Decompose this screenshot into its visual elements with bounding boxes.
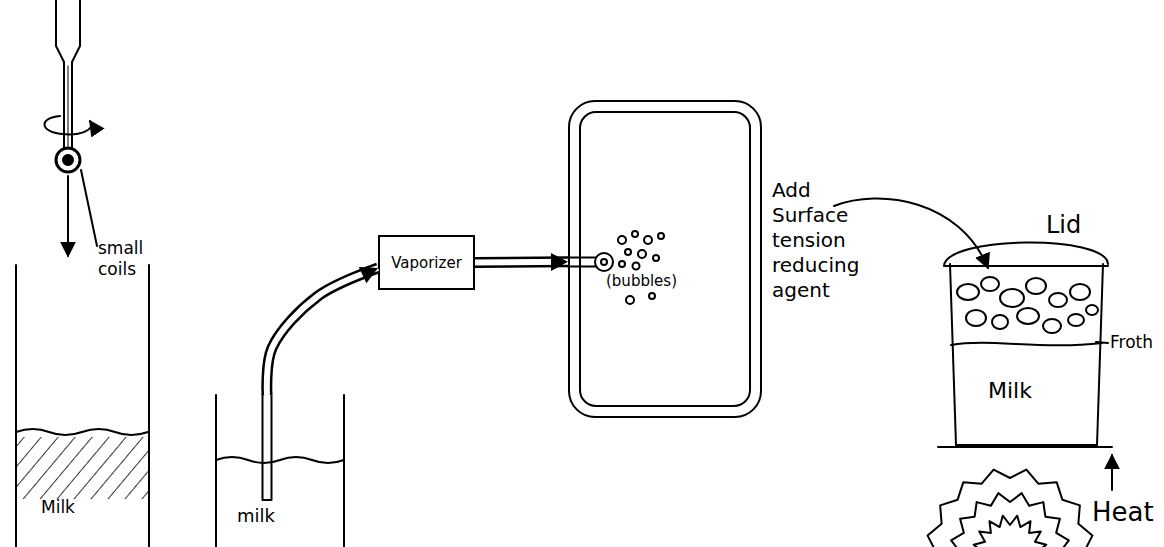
beaker-wall bbox=[950, 264, 1103, 445]
froth-part bbox=[992, 315, 1008, 329]
pipe-bore bbox=[475, 259, 568, 266]
milk-liquid bbox=[16, 429, 148, 499]
flame-line bbox=[928, 470, 1093, 547]
rotation-arrow bbox=[44, 116, 91, 134]
milk-surface bbox=[951, 343, 1102, 346]
steam-nozzle bbox=[568, 253, 613, 271]
froth-part bbox=[957, 284, 979, 300]
node-text: Milk bbox=[988, 378, 1032, 404]
bubbles-part bbox=[644, 236, 652, 244]
arrow-head bbox=[551, 253, 568, 271]
milk-surface bbox=[216, 457, 344, 463]
pipe-bore bbox=[267, 268, 378, 395]
froth-part bbox=[1086, 305, 1098, 315]
part-label: small coils bbox=[98, 238, 160, 281]
node-text: Vaporizer bbox=[391, 254, 462, 272]
pipe-connector bbox=[475, 253, 568, 271]
bubbles-part bbox=[632, 231, 638, 237]
flame-line bbox=[951, 493, 1069, 547]
node-outline bbox=[15, 265, 150, 547]
heat-label: Heat bbox=[1092, 496, 1164, 529]
bubbles-part bbox=[658, 233, 664, 239]
ground-line bbox=[938, 446, 1112, 448]
froth bbox=[957, 277, 1098, 333]
bubbles-part bbox=[626, 296, 634, 304]
pipe-wall bbox=[475, 256, 568, 268]
chamber-wall bbox=[569, 101, 761, 417]
froth-part bbox=[1026, 278, 1046, 294]
froth-part bbox=[1043, 319, 1061, 333]
chamber-wall bbox=[580, 112, 750, 406]
pipe-wall bbox=[267, 268, 378, 395]
vaporizer-box: Vaporizer bbox=[378, 235, 475, 290]
bubbles-part bbox=[618, 236, 626, 244]
froth-chamber: (bubbles) bbox=[568, 100, 762, 418]
leader-line bbox=[81, 170, 97, 246]
milk-beaker: milk bbox=[215, 395, 345, 547]
tube bbox=[263, 395, 272, 500]
lid-label: Lid bbox=[1046, 210, 1106, 240]
beaker-wall bbox=[216, 395, 344, 547]
flame bbox=[928, 470, 1093, 547]
whisk-tool-part bbox=[56, 0, 80, 149]
froth-label: Froth bbox=[1110, 332, 1164, 353]
node-text: Milk bbox=[41, 497, 75, 517]
milk-liquid-part bbox=[17, 437, 148, 499]
milk-beaker: Milk bbox=[15, 265, 150, 547]
froth-part bbox=[1070, 284, 1090, 300]
froth-part bbox=[1068, 314, 1084, 326]
whisk-tool bbox=[56, 0, 80, 172]
froth-part bbox=[1017, 308, 1039, 324]
bubbles-part bbox=[649, 293, 655, 299]
milk-liquid-part bbox=[16, 429, 148, 435]
heated-beaker: Milk bbox=[948, 250, 1105, 447]
bubbles-part bbox=[633, 263, 640, 270]
leader-line bbox=[1096, 342, 1108, 343]
lid bbox=[944, 242, 1108, 266]
arrow-head bbox=[359, 267, 378, 283]
froth-part bbox=[981, 277, 999, 291]
bubbles bbox=[618, 231, 664, 304]
motion-arrow bbox=[67, 176, 69, 256]
steam-nozzle-part bbox=[601, 259, 607, 265]
node-outline bbox=[568, 100, 762, 418]
froth-part bbox=[1000, 289, 1024, 307]
froth-part bbox=[1049, 293, 1067, 307]
bubbles-part bbox=[653, 255, 659, 261]
flame-line bbox=[974, 516, 1047, 547]
heat-arrow bbox=[1111, 455, 1113, 490]
steam-nozzle-part bbox=[595, 253, 613, 271]
bubbles-part bbox=[625, 249, 631, 255]
bubbles-part bbox=[619, 261, 625, 267]
node-outline bbox=[215, 395, 345, 547]
steam-nozzle-part bbox=[568, 258, 596, 267]
whisk-tool-part bbox=[56, 148, 80, 172]
instruction-note: Add Surface tension reducing agent bbox=[772, 178, 876, 303]
node-text: (bubbles) bbox=[606, 272, 677, 290]
node-outline bbox=[948, 250, 1105, 447]
bubbles-part bbox=[638, 250, 646, 258]
beaker-wall bbox=[16, 265, 149, 547]
whisk-tool-part bbox=[63, 155, 73, 165]
pipe-connector bbox=[267, 267, 378, 395]
froth-part bbox=[966, 310, 986, 326]
node-text: milk bbox=[237, 505, 275, 527]
